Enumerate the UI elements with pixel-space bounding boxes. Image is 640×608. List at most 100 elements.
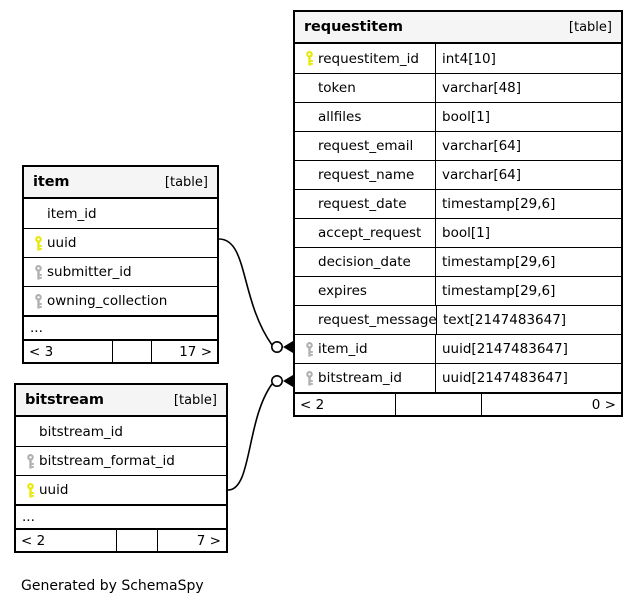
key-slot-empty bbox=[301, 255, 318, 270]
column-name: token bbox=[318, 80, 356, 96]
key-slot-empty bbox=[301, 168, 318, 183]
column-name: requestitem_id bbox=[318, 50, 419, 67]
column-name: expires bbox=[318, 283, 367, 299]
column-name-cell: allfiles bbox=[295, 103, 435, 131]
footer-middle bbox=[116, 530, 157, 551]
column-name-cell: token bbox=[295, 74, 435, 102]
column-name-cell: submitter_id bbox=[24, 258, 217, 286]
footer-middle bbox=[395, 394, 481, 415]
column-name: uuid bbox=[47, 235, 77, 251]
table-row[interactable]: request_name varchar[64] bbox=[295, 160, 621, 189]
table-name: item bbox=[33, 174, 70, 190]
column-name-cell: decision_date bbox=[295, 248, 435, 276]
table-row[interactable]: expires timestamp[29,6] bbox=[295, 276, 621, 305]
table-row[interactable]: accept_request bool[1] bbox=[295, 218, 621, 247]
column-name-cell: uuid bbox=[24, 229, 217, 257]
column-type: int4[10] bbox=[435, 44, 621, 73]
table-row[interactable]: uuid bbox=[24, 228, 217, 257]
footer-left-count[interactable]: < 3 bbox=[29, 343, 54, 360]
key-slot-empty bbox=[22, 424, 39, 439]
table-row[interactable]: request_date timestamp[29,6] bbox=[295, 189, 621, 218]
column-name-cell: bitstream_format_id bbox=[16, 447, 226, 475]
column-type: uuid[2147483647] bbox=[435, 364, 621, 392]
key-slot-empty bbox=[301, 81, 318, 96]
footer-right-count[interactable]: 17 > bbox=[151, 341, 217, 362]
footer-right-count[interactable]: 7 > bbox=[157, 530, 226, 551]
key-icon-foreign bbox=[301, 341, 318, 357]
column-type: timestamp[29,6] bbox=[435, 277, 621, 305]
table-footer: < 3 17 > bbox=[24, 339, 217, 362]
column-name-cell: request_date bbox=[295, 190, 435, 218]
arrowhead-bitstream-id bbox=[283, 375, 293, 387]
column-name: request_message bbox=[318, 312, 436, 328]
key-icon-primary bbox=[301, 51, 318, 66]
table-requestitem[interactable]: requestitem [table] requestitem_id int4[1… bbox=[293, 10, 623, 417]
arrowhead-item-id bbox=[283, 341, 293, 353]
column-type: bool[1] bbox=[435, 219, 621, 247]
column-name: accept_request bbox=[318, 225, 422, 241]
key-slot-empty bbox=[301, 110, 318, 125]
table-row[interactable]: requestitem_id int4[10] bbox=[295, 44, 621, 73]
column-name: submitter_id bbox=[47, 264, 132, 280]
table-footer: < 2 7 > bbox=[16, 528, 226, 551]
cardinality-circle-bitstream bbox=[270, 374, 283, 387]
column-name-cell: expires bbox=[295, 277, 435, 305]
table-row[interactable]: submitter_id bbox=[24, 257, 217, 286]
column-name-cell: accept_request bbox=[295, 219, 435, 247]
column-name-cell: uuid bbox=[16, 476, 226, 504]
column-name-cell: request_email bbox=[295, 132, 435, 160]
cardinality-circle-item bbox=[270, 340, 283, 353]
table-row[interactable]: bitstream_id uuid[2147483647] bbox=[295, 363, 621, 392]
key-icon-foreign bbox=[30, 264, 47, 280]
column-name-cell: bitstream_id bbox=[16, 417, 226, 446]
column-name-cell: owning_collection bbox=[24, 287, 217, 315]
column-type: text[2147483647] bbox=[436, 306, 621, 334]
table-type-tag: [table] bbox=[164, 174, 208, 190]
table-row[interactable]: uuid bbox=[16, 475, 226, 504]
column-name: request_date bbox=[318, 196, 407, 212]
footer-left-count[interactable]: < 2 bbox=[21, 532, 46, 549]
footer-left-count[interactable]: < 2 bbox=[300, 396, 325, 413]
key-slot-empty bbox=[301, 139, 318, 154]
relationship-item-to-requestitem bbox=[218, 238, 273, 346]
table-type-tag: [table] bbox=[568, 19, 612, 35]
column-name-cell: requestitem_id bbox=[295, 44, 435, 73]
diagram-caption: Generated by SchemaSpy bbox=[21, 578, 204, 594]
key-icon-foreign bbox=[22, 453, 39, 469]
column-name-cell: request_name bbox=[295, 161, 435, 189]
column-type: timestamp[29,6] bbox=[435, 248, 621, 276]
column-name-cell: bitstream_id bbox=[295, 364, 435, 392]
column-name: bitstream_id bbox=[318, 370, 402, 386]
column-type: uuid[2147483647] bbox=[435, 335, 621, 363]
table-header-bitstream: bitstream [table] bbox=[16, 385, 226, 417]
column-type: timestamp[29,6] bbox=[435, 190, 621, 218]
key-icon-primary bbox=[30, 235, 47, 251]
table-row[interactable]: bitstream_id bbox=[16, 417, 226, 446]
table-type-tag: [table] bbox=[173, 392, 217, 408]
column-name-cell: request_message bbox=[295, 306, 436, 334]
table-row[interactable]: bitstream_format_id bbox=[16, 446, 226, 475]
footer-right-count[interactable]: 0 > bbox=[481, 394, 621, 415]
table-name: requestitem bbox=[304, 19, 403, 35]
table-row[interactable]: owning_collection bbox=[24, 286, 217, 315]
column-name: owning_collection bbox=[47, 293, 168, 309]
table-ellipsis: ... bbox=[16, 504, 226, 528]
table-ellipsis: ... bbox=[24, 315, 217, 339]
column-name-cell: item_id bbox=[24, 199, 217, 228]
column-name: request_name bbox=[318, 167, 415, 183]
table-row[interactable]: item_id bbox=[24, 199, 217, 228]
column-type: varchar[64] bbox=[435, 132, 621, 160]
column-type: varchar[64] bbox=[435, 161, 621, 189]
key-slot-empty bbox=[301, 197, 318, 212]
